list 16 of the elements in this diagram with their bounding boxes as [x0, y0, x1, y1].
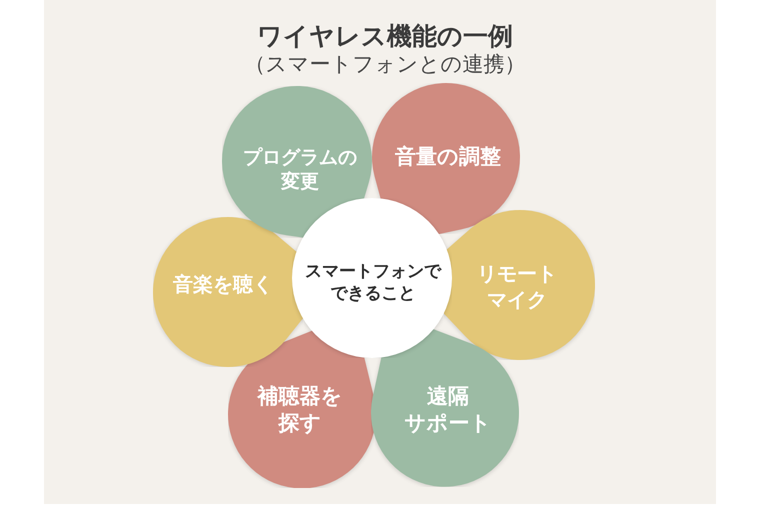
petal	[228, 330, 374, 488]
subtitle: （スマートフォンとの連携）	[244, 51, 526, 78]
petal-label: 音楽を聴く	[172, 272, 273, 298]
petal	[372, 83, 520, 234]
petal-label: リモートマイク	[477, 261, 557, 313]
center-circle	[292, 198, 452, 358]
petal-label: 遠隔サポート	[404, 383, 492, 437]
petal-label: 音量の調整	[394, 144, 501, 170]
petal	[444, 210, 595, 360]
petal-label: プログラムの変更	[242, 146, 357, 194]
petal-label: 補聴器を探す	[257, 383, 342, 437]
petal	[153, 217, 303, 367]
petal	[222, 86, 372, 238]
petal	[371, 329, 519, 487]
title: ワイヤレス機能の一例	[257, 20, 513, 52]
center-label: スマートフォンでできること	[305, 261, 441, 305]
